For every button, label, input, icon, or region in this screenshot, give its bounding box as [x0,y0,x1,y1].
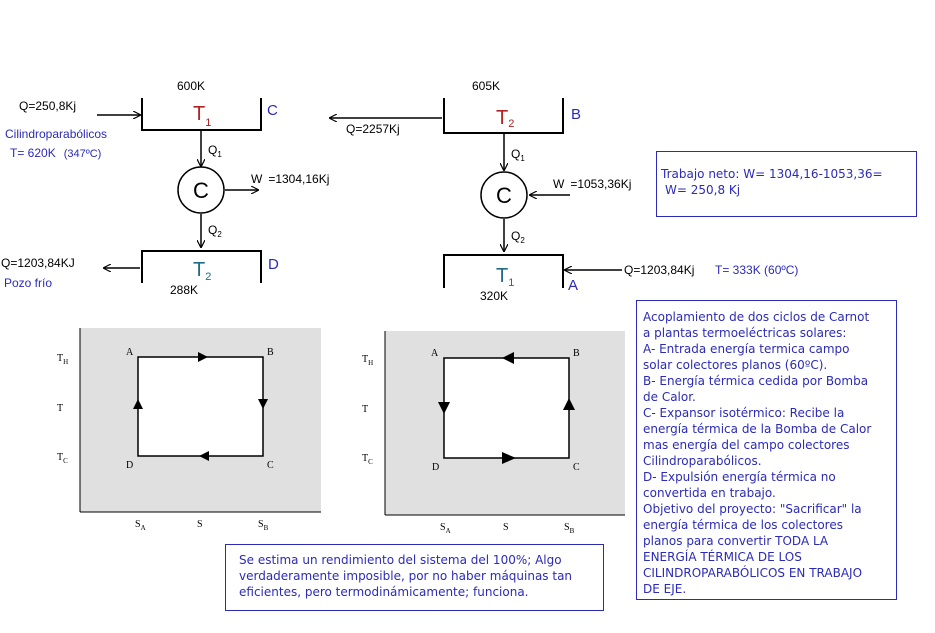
left-sink-label: Pozo frío [4,276,52,290]
right-work-label: W=1053,36Kj [553,177,631,191]
left-q-in: Q=250,8Kj [19,99,76,113]
right-corner-label-d: D [432,462,439,473]
coupling-line: A- Entrada energía termica campo [643,342,850,356]
left-arrow-ab [198,352,208,362]
left-bottom-temp: 288K [170,283,198,297]
coupling-line: de Calor. [643,390,696,404]
right-q2-label: Q2 [511,229,525,245]
right-hot-reservoir-label: T2 [496,107,514,130]
right-corner-a: A [568,277,578,294]
left-hot-reservoir-label: T1 [193,103,211,129]
net-work-line-2: W= 250,8 Kj [665,183,741,197]
net-work-box: Trabajo neto: W= 1304,16-1053,36= W= 250… [656,151,917,217]
left-source-label: Cilindroparabólicos [5,127,107,141]
left-xlabel-sb: SB [258,519,269,532]
left-q1-label: Q1 [208,143,222,159]
efficiency-note-box: Se estima un rendimiento del sistema del… [225,544,604,611]
right-carnot-engine [480,171,528,219]
left-corner-label-a: A [126,347,134,358]
left-xlabel-sa: SA [135,519,146,532]
left-corner-label-c: C [267,460,274,471]
right-arrow-dc [502,452,516,464]
left-corner-c: C [267,102,278,119]
coupling-description-box: Acoplamiento de dos ciclos de Carnot a p… [636,300,897,600]
right-arrow-ba [502,352,514,364]
coupling-line: convertida en trabajo. [643,486,776,500]
right-bottom-temp: 320K [480,289,508,303]
coupling-line: mas energía del campo colectores [643,438,850,452]
efficiency-line: Se estima un rendimiento del sistema del… [239,553,562,567]
left-source-temp: T= 620K(347ºC) [10,146,101,160]
left-cold-reservoir [141,250,262,283]
left-arrow-cd [199,451,209,461]
left-ylabel-tc: TC [57,452,68,465]
left-carnot-engine [177,166,225,214]
left-corner-label-b: B [267,347,274,358]
right-xlabel-sa: SA [440,522,451,535]
right-cold-reservoir-label: T1 [496,265,514,289]
right-xlabel-sb: SB [564,522,575,535]
right-ylabel-th: TH [362,354,373,367]
coupling-line: Acoplamiento de dos ciclos de Carnot [643,310,870,324]
left-ylabel-t: T [57,403,63,414]
left-arrow-da [133,399,143,409]
left-work-label: W=1304,16Kj [251,172,329,186]
left-hot-reservoir [141,98,262,131]
right-arrow-ad [438,402,450,414]
right-engine-label: C [496,183,512,208]
coupling-line: energía térmica de la Bomba de Calor [643,422,872,436]
net-work-line-1: Trabajo neto: W= 1304,16-1053,36= [661,167,883,181]
right-corner-label-a: A [431,348,439,359]
left-cycle-rectangle [137,356,264,457]
left-top-temp: 600K [177,79,205,93]
coupling-line: DE EJE. [643,582,687,596]
coupling-line: planos para convertir TODA LA [643,534,829,548]
right-arrow-cb [563,398,575,410]
efficiency-line: eficientes, pero termodinámicamente; fun… [239,585,529,599]
right-q-in: Q=1203,84Kj [624,263,694,277]
right-hot-reservoir [443,98,564,134]
coupling-line: C- Expansor isotérmico: Recibe la [643,406,845,420]
left-ylabel-th: TH [57,353,68,366]
right-corner-label-c: C [573,462,580,473]
coupling-line: Objetivo del proyecto: "Sacrificar" la [643,502,862,516]
right-corner-label-b: B [573,348,580,359]
left-xlabel-s: S [197,519,203,530]
left-ts-plot: A B C D TH T TC SA S SB [57,328,321,532]
right-ylabel-t: T [362,404,368,415]
left-carnot-cycle: 600K T1 C Q=250,8Kj Cilindroparabólicos … [1,79,329,297]
right-corner-b: B [571,106,581,123]
right-cycle-rectangle [443,357,570,459]
coupling-line: solar colectores planos (60ºC). [643,358,828,372]
right-cold-reservoir [443,254,564,288]
right-xlabel-s: S [503,522,509,533]
right-carnot-cycle: 605K T2 B Q=2257Kj Q1 C W=1053,36Kj Q2 T… [330,79,798,303]
left-corner-label-d: D [126,460,133,471]
left-engine-label: C [193,178,209,203]
coupling-line: ENERGÍA TÉRMICA DE LOS [643,550,802,564]
coupling-line: B- Energía térmica cedida por Bomba [643,374,869,388]
coupling-line: Cilindroparabólicos. [643,454,762,468]
coupling-line: D- Expulsión energía térmica no [643,470,836,484]
left-cold-reservoir-label: T2 [193,259,211,283]
right-top-temp: 605K [472,79,500,93]
coupling-line: CILINDROPARABÓLICOS EN TRABAJO [643,566,863,580]
left-arrow-bc [258,399,268,409]
efficiency-line: verdaderamente imposible, por no haber m… [239,569,573,583]
coupling-line: energía térmica de los colectores [643,518,843,532]
left-q2-label: Q2 [208,223,222,239]
right-input-temp: T= 333K (60ºC) [715,263,798,277]
right-ylabel-tc: TC [362,453,373,466]
right-ts-plot: A B C D TH T TC SA S SB [362,331,625,535]
coupling-line: a plantas termoeléctricas solares: [643,326,847,340]
left-q-out: Q=1203,84KJ [1,256,75,270]
right-q-out: Q=2257Kj [346,122,400,136]
left-corner-d: D [268,256,279,273]
right-q1-label: Q1 [511,147,525,163]
